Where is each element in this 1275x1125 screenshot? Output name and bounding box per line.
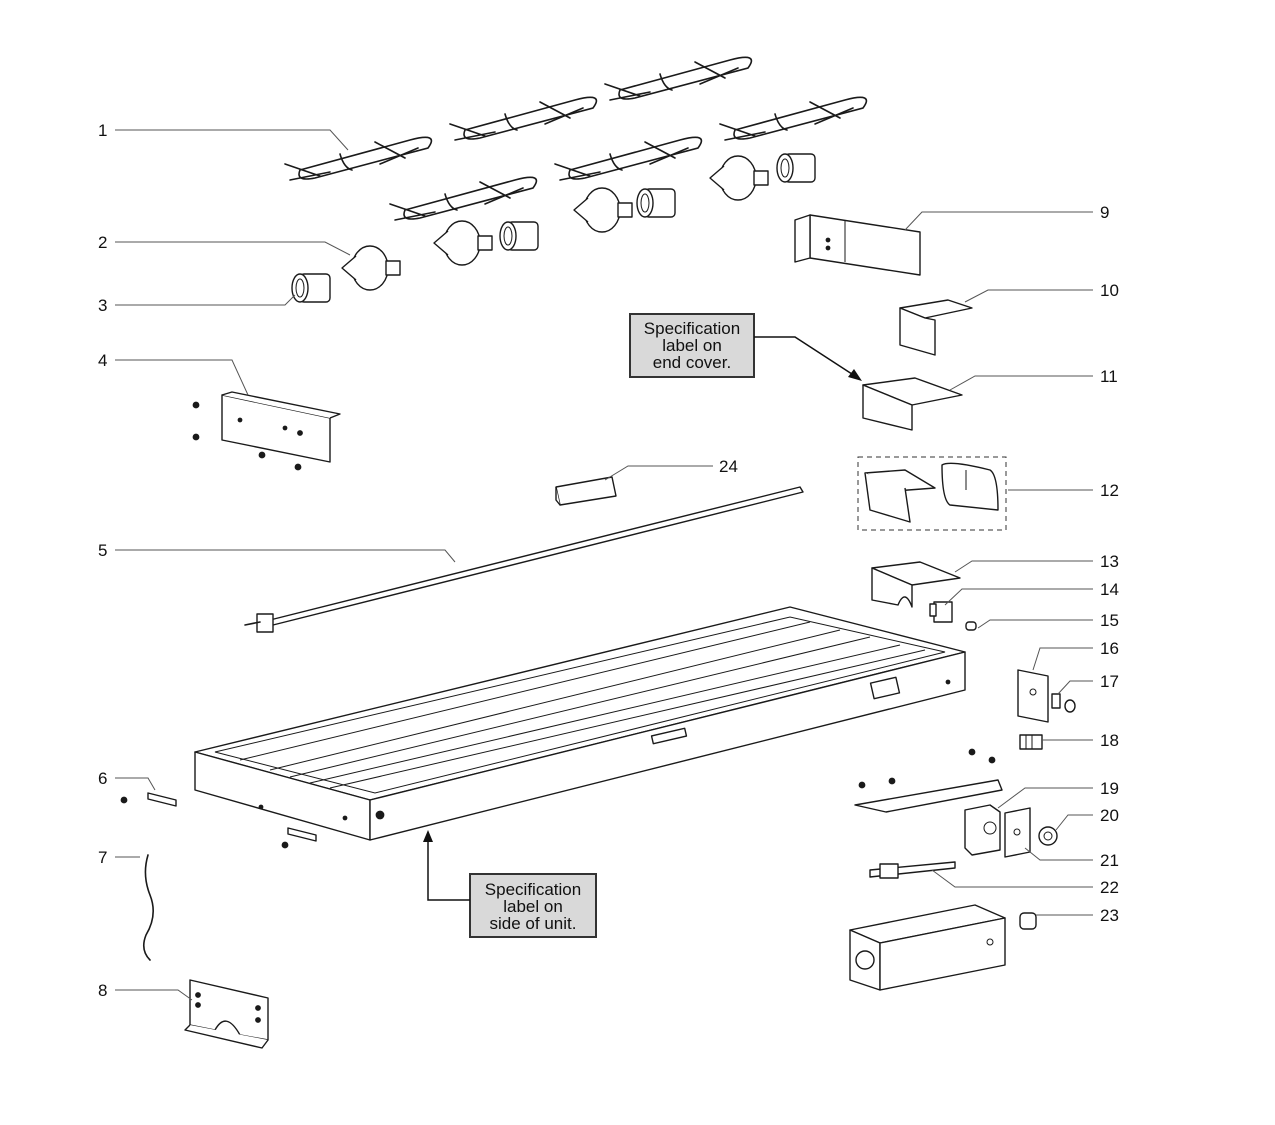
control-box bbox=[849, 904, 1006, 991]
part-number-15: 15 bbox=[1100, 611, 1119, 630]
screw-part-17 bbox=[1051, 693, 1076, 713]
part-number-17: 17 bbox=[1100, 672, 1119, 691]
part-number-9: 9 bbox=[1100, 203, 1109, 222]
knob-part-15 bbox=[965, 621, 977, 631]
switch-part-14 bbox=[929, 601, 953, 623]
plate-part-16 bbox=[1017, 669, 1049, 723]
bracket-part-24 bbox=[555, 476, 617, 506]
callout-side-unit-line-2: label on bbox=[503, 897, 563, 916]
chain-part-7 bbox=[142, 854, 154, 961]
leader-lines bbox=[115, 129, 1093, 1001]
wire-guard-part-1 bbox=[284, 56, 868, 221]
terminal-part-18 bbox=[1019, 734, 1043, 750]
rod-part-5 bbox=[244, 486, 804, 633]
plate-part-6 bbox=[120, 792, 317, 849]
part-number-2: 2 bbox=[98, 233, 107, 252]
main-housing bbox=[194, 606, 966, 841]
part-number-8: 8 bbox=[98, 981, 107, 1000]
access-plate bbox=[854, 748, 1003, 813]
part-number-1: 1 bbox=[98, 121, 107, 140]
callout-side-unit: Specification label on side of unit. bbox=[423, 830, 597, 938]
cover-part-10 bbox=[899, 299, 973, 356]
bulb-part-2 bbox=[341, 155, 769, 291]
part-number-19: 19 bbox=[1100, 779, 1119, 798]
mounting-bracket-part-8 bbox=[184, 979, 269, 1049]
part-number-6: 6 bbox=[98, 769, 107, 788]
cover-part-13 bbox=[871, 561, 961, 608]
part-number-24: 24 bbox=[719, 457, 738, 476]
part-number-13: 13 bbox=[1100, 552, 1119, 571]
part-number-3: 3 bbox=[98, 296, 107, 315]
end-cover-part-11 bbox=[862, 377, 963, 431]
probe-part-22 bbox=[869, 861, 956, 879]
part-number-20: 20 bbox=[1100, 806, 1119, 825]
cover-set-part-12 bbox=[857, 456, 1007, 531]
callout-side-unit-line-1: Specification bbox=[485, 880, 581, 899]
part-numbers: 1 2 3 4 5 6 7 8 9 10 11 12 13 14 15 16 1… bbox=[98, 121, 1119, 1000]
part-number-21: 21 bbox=[1100, 851, 1119, 870]
plate-part-21 bbox=[1004, 807, 1031, 858]
button-part-23 bbox=[1019, 912, 1037, 930]
part-number-10: 10 bbox=[1100, 281, 1119, 300]
callout-end-cover-line-3: end cover. bbox=[653, 353, 731, 372]
knob-part-20 bbox=[1038, 826, 1058, 846]
part-number-16: 16 bbox=[1100, 639, 1119, 658]
callout-side-unit-line-3: side of unit. bbox=[490, 914, 577, 933]
end-plate-part-4 bbox=[192, 391, 341, 471]
part-number-22: 22 bbox=[1100, 878, 1119, 897]
part-number-7: 7 bbox=[98, 848, 107, 867]
bracket-panel-part-9 bbox=[794, 214, 921, 276]
part-number-23: 23 bbox=[1100, 906, 1119, 925]
callout-end-cover-line-2: label on bbox=[662, 336, 722, 355]
part-number-14: 14 bbox=[1100, 580, 1119, 599]
part-number-5: 5 bbox=[98, 541, 107, 560]
part-number-18: 18 bbox=[1100, 731, 1119, 750]
part-number-12: 12 bbox=[1100, 481, 1119, 500]
part-number-4: 4 bbox=[98, 351, 107, 370]
part-number-11: 11 bbox=[1100, 367, 1118, 386]
callout-end-cover-line-1: Specification bbox=[644, 319, 740, 338]
callout-end-cover: Specification label on end cover. bbox=[629, 313, 862, 381]
control-part-19 bbox=[964, 804, 1001, 856]
